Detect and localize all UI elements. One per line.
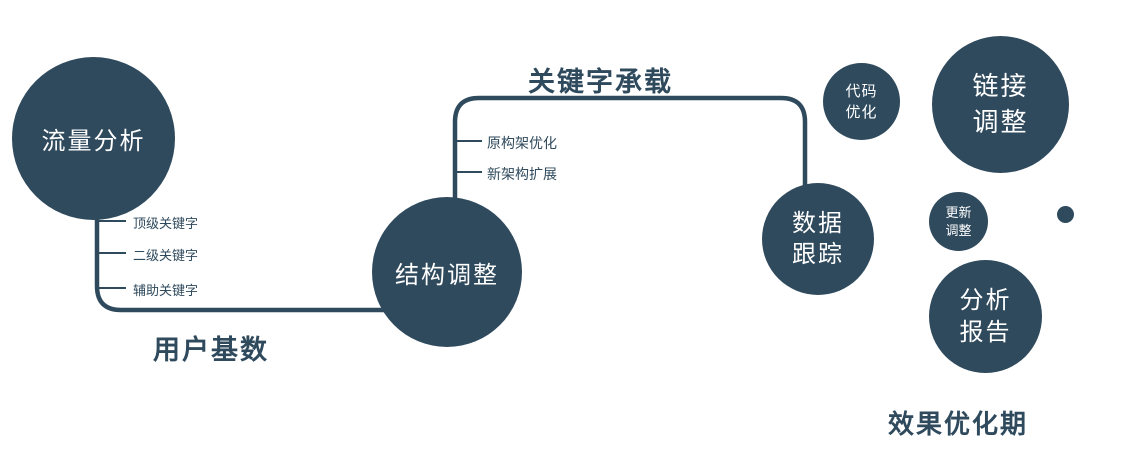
tick-label-original-architecture-optimization: 原构架优化 bbox=[487, 135, 557, 151]
tick-label-auxiliary-keywords: 辅助关键字 bbox=[133, 283, 199, 298]
node-analysis-report: 分析 报告 bbox=[929, 260, 1042, 373]
node-update-adjustment: 更新 调整 bbox=[929, 192, 988, 251]
tick-label-new-architecture-expansion: 新架构扩展 bbox=[487, 166, 557, 182]
tick-label-secondary-keywords: 二级关键字 bbox=[133, 248, 199, 263]
node-traffic-analysis: 流量分析 bbox=[12, 57, 175, 220]
node-label-line1: 代码 bbox=[845, 82, 878, 100]
node-data-tracking: 数据 跟踪 bbox=[762, 183, 874, 295]
node-label-line2: 调整 bbox=[945, 222, 972, 238]
node-label-line1: 更新 bbox=[945, 204, 972, 220]
node-structure-adjustment: 结构调整 bbox=[372, 197, 522, 347]
node-label-line2: 调整 bbox=[972, 106, 1029, 137]
node-small-dot bbox=[1057, 206, 1074, 223]
node-label: 结构调整 bbox=[395, 261, 499, 289]
node-link-adjustment: 链接 调整 bbox=[932, 36, 1069, 173]
node-label-line1: 分析 bbox=[959, 287, 1012, 315]
connector-traffic-to-structure bbox=[94, 180, 400, 313]
connector-structure-to-tracking bbox=[452, 95, 808, 220]
node-label: 流量分析 bbox=[41, 128, 146, 155]
node-label-line1: 数据 bbox=[792, 209, 844, 237]
label-effect-optimization-period: 效果优化期 bbox=[888, 409, 1029, 439]
node-code-optimization: 代码 优化 bbox=[823, 63, 900, 140]
node-label-line2: 优化 bbox=[845, 103, 878, 121]
node-label-line2: 跟踪 bbox=[792, 241, 844, 268]
node-label-line1: 链接 bbox=[972, 71, 1029, 102]
tick-label-top-keywords: 顶级关键字 bbox=[133, 216, 199, 231]
node-label-line2: 报告 bbox=[959, 318, 1012, 346]
edge-label-user-base: 用户基数 bbox=[153, 335, 269, 365]
edge-label-keyword-carry: 关键字承载 bbox=[528, 67, 673, 97]
